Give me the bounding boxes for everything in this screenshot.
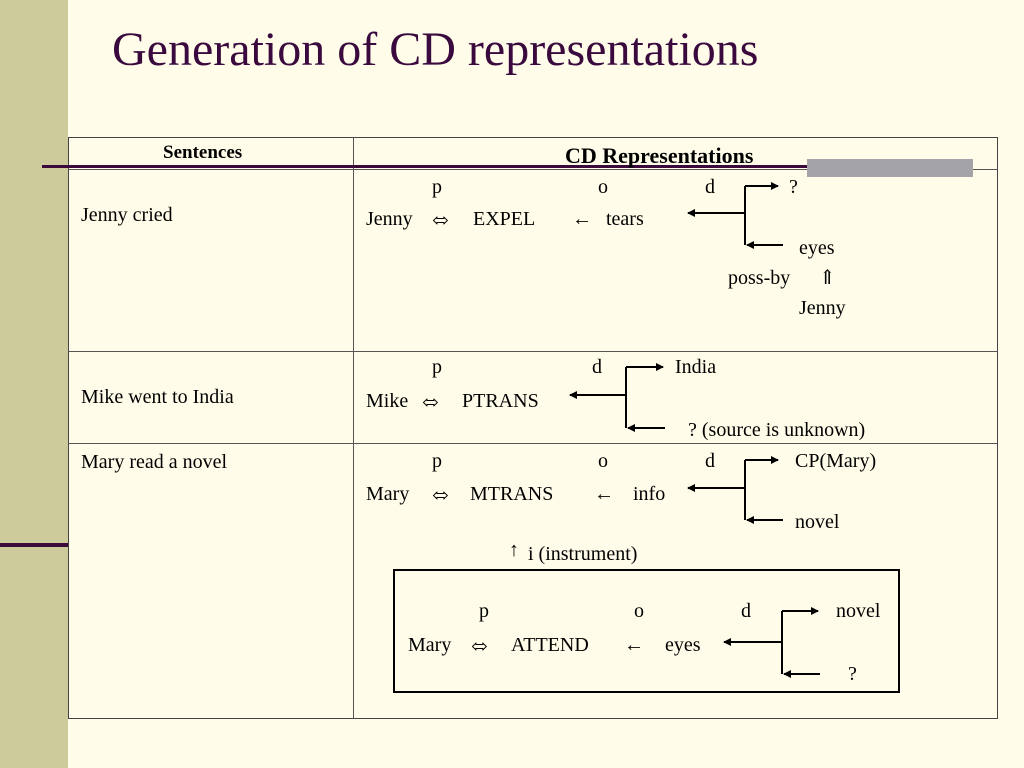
r1-object-arrow: ←	[572, 208, 592, 230]
slide-sidebar	[0, 0, 68, 768]
sentence-mike-went: Mike went to India	[81, 386, 234, 408]
box-double-arrow: ⬄	[471, 636, 488, 658]
r2-source: ? (source is unknown)	[688, 419, 866, 441]
r3-act: MTRANS	[470, 483, 554, 505]
r1-label-p: p	[432, 176, 442, 198]
sidebar-rule	[0, 543, 68, 547]
cd-table	[68, 137, 998, 719]
r1-recipient: ?	[789, 176, 798, 198]
r1-actor: Jenny	[366, 208, 413, 230]
table-divider-row2	[68, 443, 998, 444]
sentence-mary-read: Mary read a novel	[81, 451, 228, 473]
r3-instrument-label: i (instrument)	[528, 543, 638, 565]
r1-double-arrow: ⬄	[432, 210, 449, 232]
r1-source: eyes	[799, 237, 835, 259]
box-label-p: p	[479, 600, 489, 622]
table-divider-row1	[68, 351, 998, 352]
r3-object-arrow: ←	[594, 483, 614, 505]
sentence-jenny-cried: Jenny cried	[81, 204, 173, 226]
r3-double-arrow: ⬄	[432, 485, 449, 507]
r2-actor: Mike	[366, 390, 409, 412]
r1-poss-by: poss-by	[728, 267, 791, 289]
instrument-box	[393, 569, 900, 693]
r3-object: info	[633, 483, 666, 505]
r2-label-p: p	[432, 356, 442, 378]
r2-label-d: d	[592, 356, 602, 378]
r1-object: tears	[606, 208, 644, 230]
box-actor: Mary	[408, 634, 452, 656]
box-act: ATTEND	[511, 634, 589, 656]
box-label-o: o	[634, 600, 644, 622]
header-rule	[42, 165, 972, 168]
box-object-arrow: ←	[624, 634, 644, 656]
r1-act: EXPEL	[473, 208, 536, 230]
r3-instrument-up-arrow: ↑	[509, 539, 519, 561]
r3-label-d: d	[705, 450, 715, 472]
r1-label-o: o	[598, 176, 608, 198]
r2-double-arrow: ⬄	[422, 392, 439, 414]
header-cd-representations: CD Representations	[565, 143, 754, 168]
box-destination: novel	[836, 600, 881, 622]
r2-act: PTRANS	[462, 390, 539, 412]
r1-label-d: d	[705, 176, 715, 198]
r2-destination: India	[675, 356, 717, 378]
header-sentences: Sentences	[163, 142, 243, 163]
r3-destination: CP(Mary)	[795, 450, 877, 472]
r1-owner: Jenny	[799, 297, 846, 319]
box-label-d: d	[741, 600, 751, 622]
table-divider-header	[68, 169, 998, 170]
r3-source: novel	[795, 511, 840, 533]
r3-label-o: o	[598, 450, 608, 472]
r3-actor: Mary	[366, 483, 410, 505]
box-source: ?	[848, 663, 857, 685]
r3-label-p: p	[432, 450, 442, 472]
slide-title: Generation of CD representations	[112, 23, 759, 76]
box-object: eyes	[665, 634, 701, 656]
table-divider-vertical	[353, 137, 354, 719]
decorative-bar	[807, 159, 973, 177]
r1-up-double-arrow: ⇑	[819, 267, 836, 289]
